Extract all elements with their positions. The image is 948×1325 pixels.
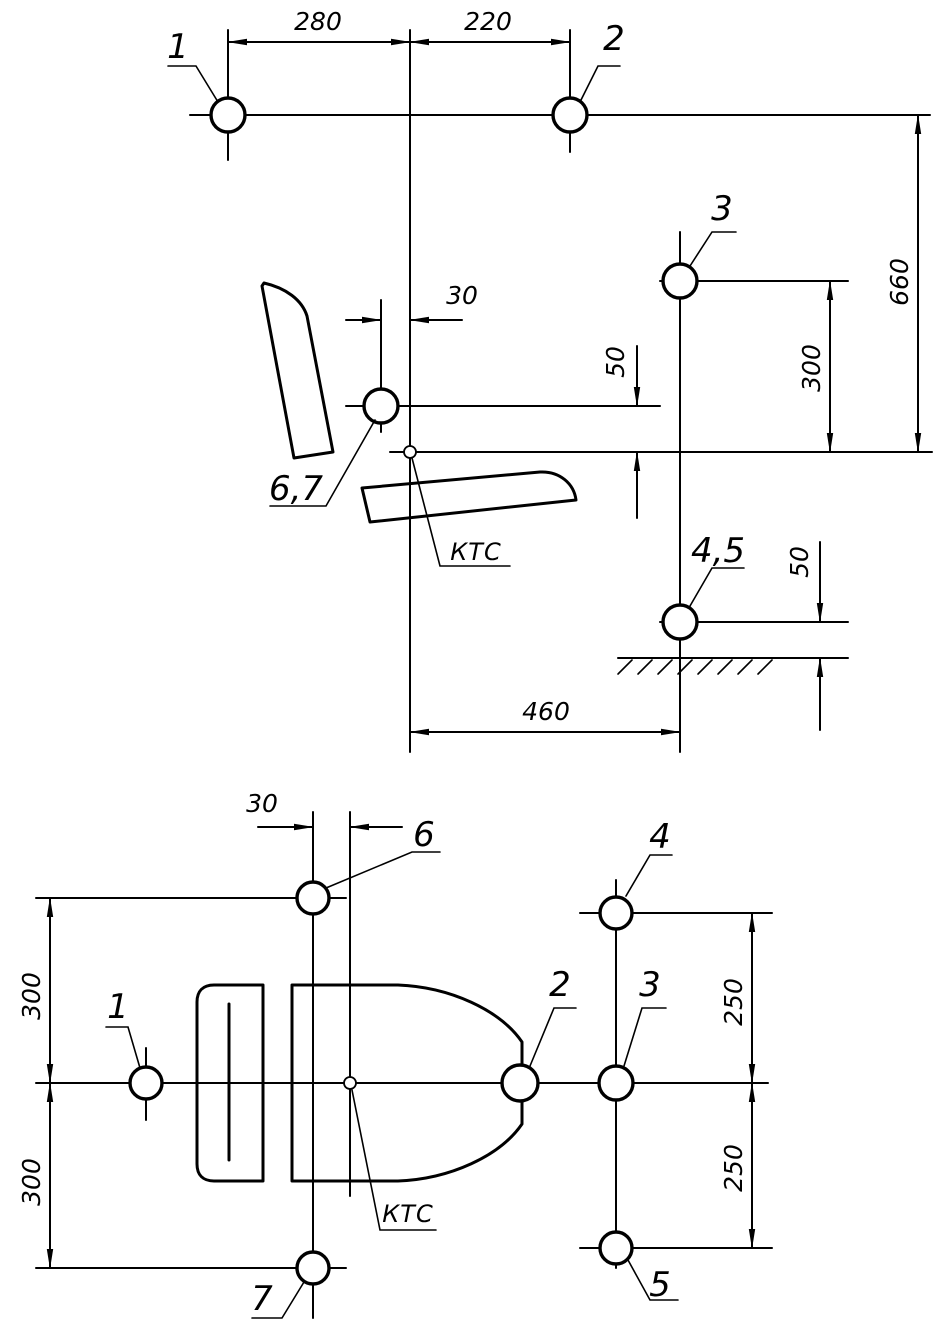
point-1-circle <box>209 96 247 134</box>
plan-leader-point-5 <box>627 1259 679 1301</box>
plan-label-point-3: 3 <box>639 965 661 1005</box>
plan-point-3-circle <box>597 1064 635 1102</box>
dim-250-upper-label: 250 <box>719 978 748 1026</box>
plan-label-point-6: 6 <box>413 815 435 855</box>
dim-460-label: 460 <box>522 697 570 726</box>
plan-point-4-circle <box>598 895 634 931</box>
plan-view: 30 300 300 250 250 1 2 3 4 <box>17 789 773 1319</box>
point-2-circle <box>551 96 589 134</box>
dim-280-label: 280 <box>294 7 342 36</box>
floor-hatch <box>617 659 773 675</box>
plan-leader-point-2 <box>529 1007 577 1067</box>
point-4-5-circle <box>661 603 699 641</box>
dim-220-label: 220 <box>464 7 512 36</box>
leader-point-2 <box>579 65 621 103</box>
dim-660-label: 660 <box>885 258 914 306</box>
plan-label-point-2: 2 <box>549 965 571 1005</box>
side-view: 280 220 30 50 300 660 50 460 <box>167 7 933 753</box>
plan-label-ktc: КТС <box>382 1200 433 1228</box>
dim-30-side-label: 30 <box>446 281 478 310</box>
plan-point-5-circle <box>598 1230 634 1266</box>
point-6-7-circle <box>362 387 400 425</box>
seat-back-side <box>260 281 335 460</box>
plan-point-1-circle <box>128 1065 164 1101</box>
plan-leader-point-4 <box>625 854 673 897</box>
dim-300-label: 300 <box>797 344 826 392</box>
dim-30-plan-label: 30 <box>246 789 278 818</box>
label-ktc-side: КТС <box>450 538 501 566</box>
label-point-6-7: 6,7 <box>269 469 323 509</box>
dim-300-lower-label: 300 <box>17 1158 46 1206</box>
plan-point-2-circle <box>500 1063 540 1103</box>
ktc-point-side <box>403 445 417 459</box>
plan-label-point-7: 7 <box>251 1279 273 1319</box>
seat-cushion-side <box>360 470 578 524</box>
plan-leader-ktc <box>351 1089 437 1231</box>
plan-leader-point-3 <box>623 1007 667 1067</box>
plan-point-6-circle <box>295 880 331 916</box>
dim-250-lower-label: 250 <box>719 1144 748 1192</box>
leader-point-6-7 <box>269 419 376 507</box>
plan-leader-point-7 <box>251 1281 305 1319</box>
dim-300-upper-label: 300 <box>17 972 46 1020</box>
ktc-point-plan <box>343 1076 357 1090</box>
label-point-4-5: 4,5 <box>691 531 745 571</box>
label-point-2: 2 <box>603 19 625 59</box>
label-point-1: 1 <box>167 27 189 67</box>
leader-ktc-side <box>411 457 511 567</box>
seat-cushion-plan <box>290 983 524 1183</box>
leader-point-3 <box>689 231 737 267</box>
plan-leader-point-6 <box>325 851 441 889</box>
dim-50b-label: 50 <box>785 546 814 578</box>
point-3-circle <box>661 262 699 300</box>
leader-point-1 <box>167 65 219 103</box>
plan-label-point-5: 5 <box>649 1265 671 1305</box>
plan-point-7-circle <box>295 1250 331 1286</box>
label-point-3: 3 <box>711 189 733 229</box>
dim-50a-label: 50 <box>601 346 630 378</box>
plan-label-point-1: 1 <box>107 987 129 1027</box>
plan-label-point-4: 4 <box>649 817 671 857</box>
leader-point-4-5 <box>689 567 745 607</box>
seat-back-plan <box>195 983 265 1183</box>
plan-leader-point-1 <box>105 1026 141 1069</box>
